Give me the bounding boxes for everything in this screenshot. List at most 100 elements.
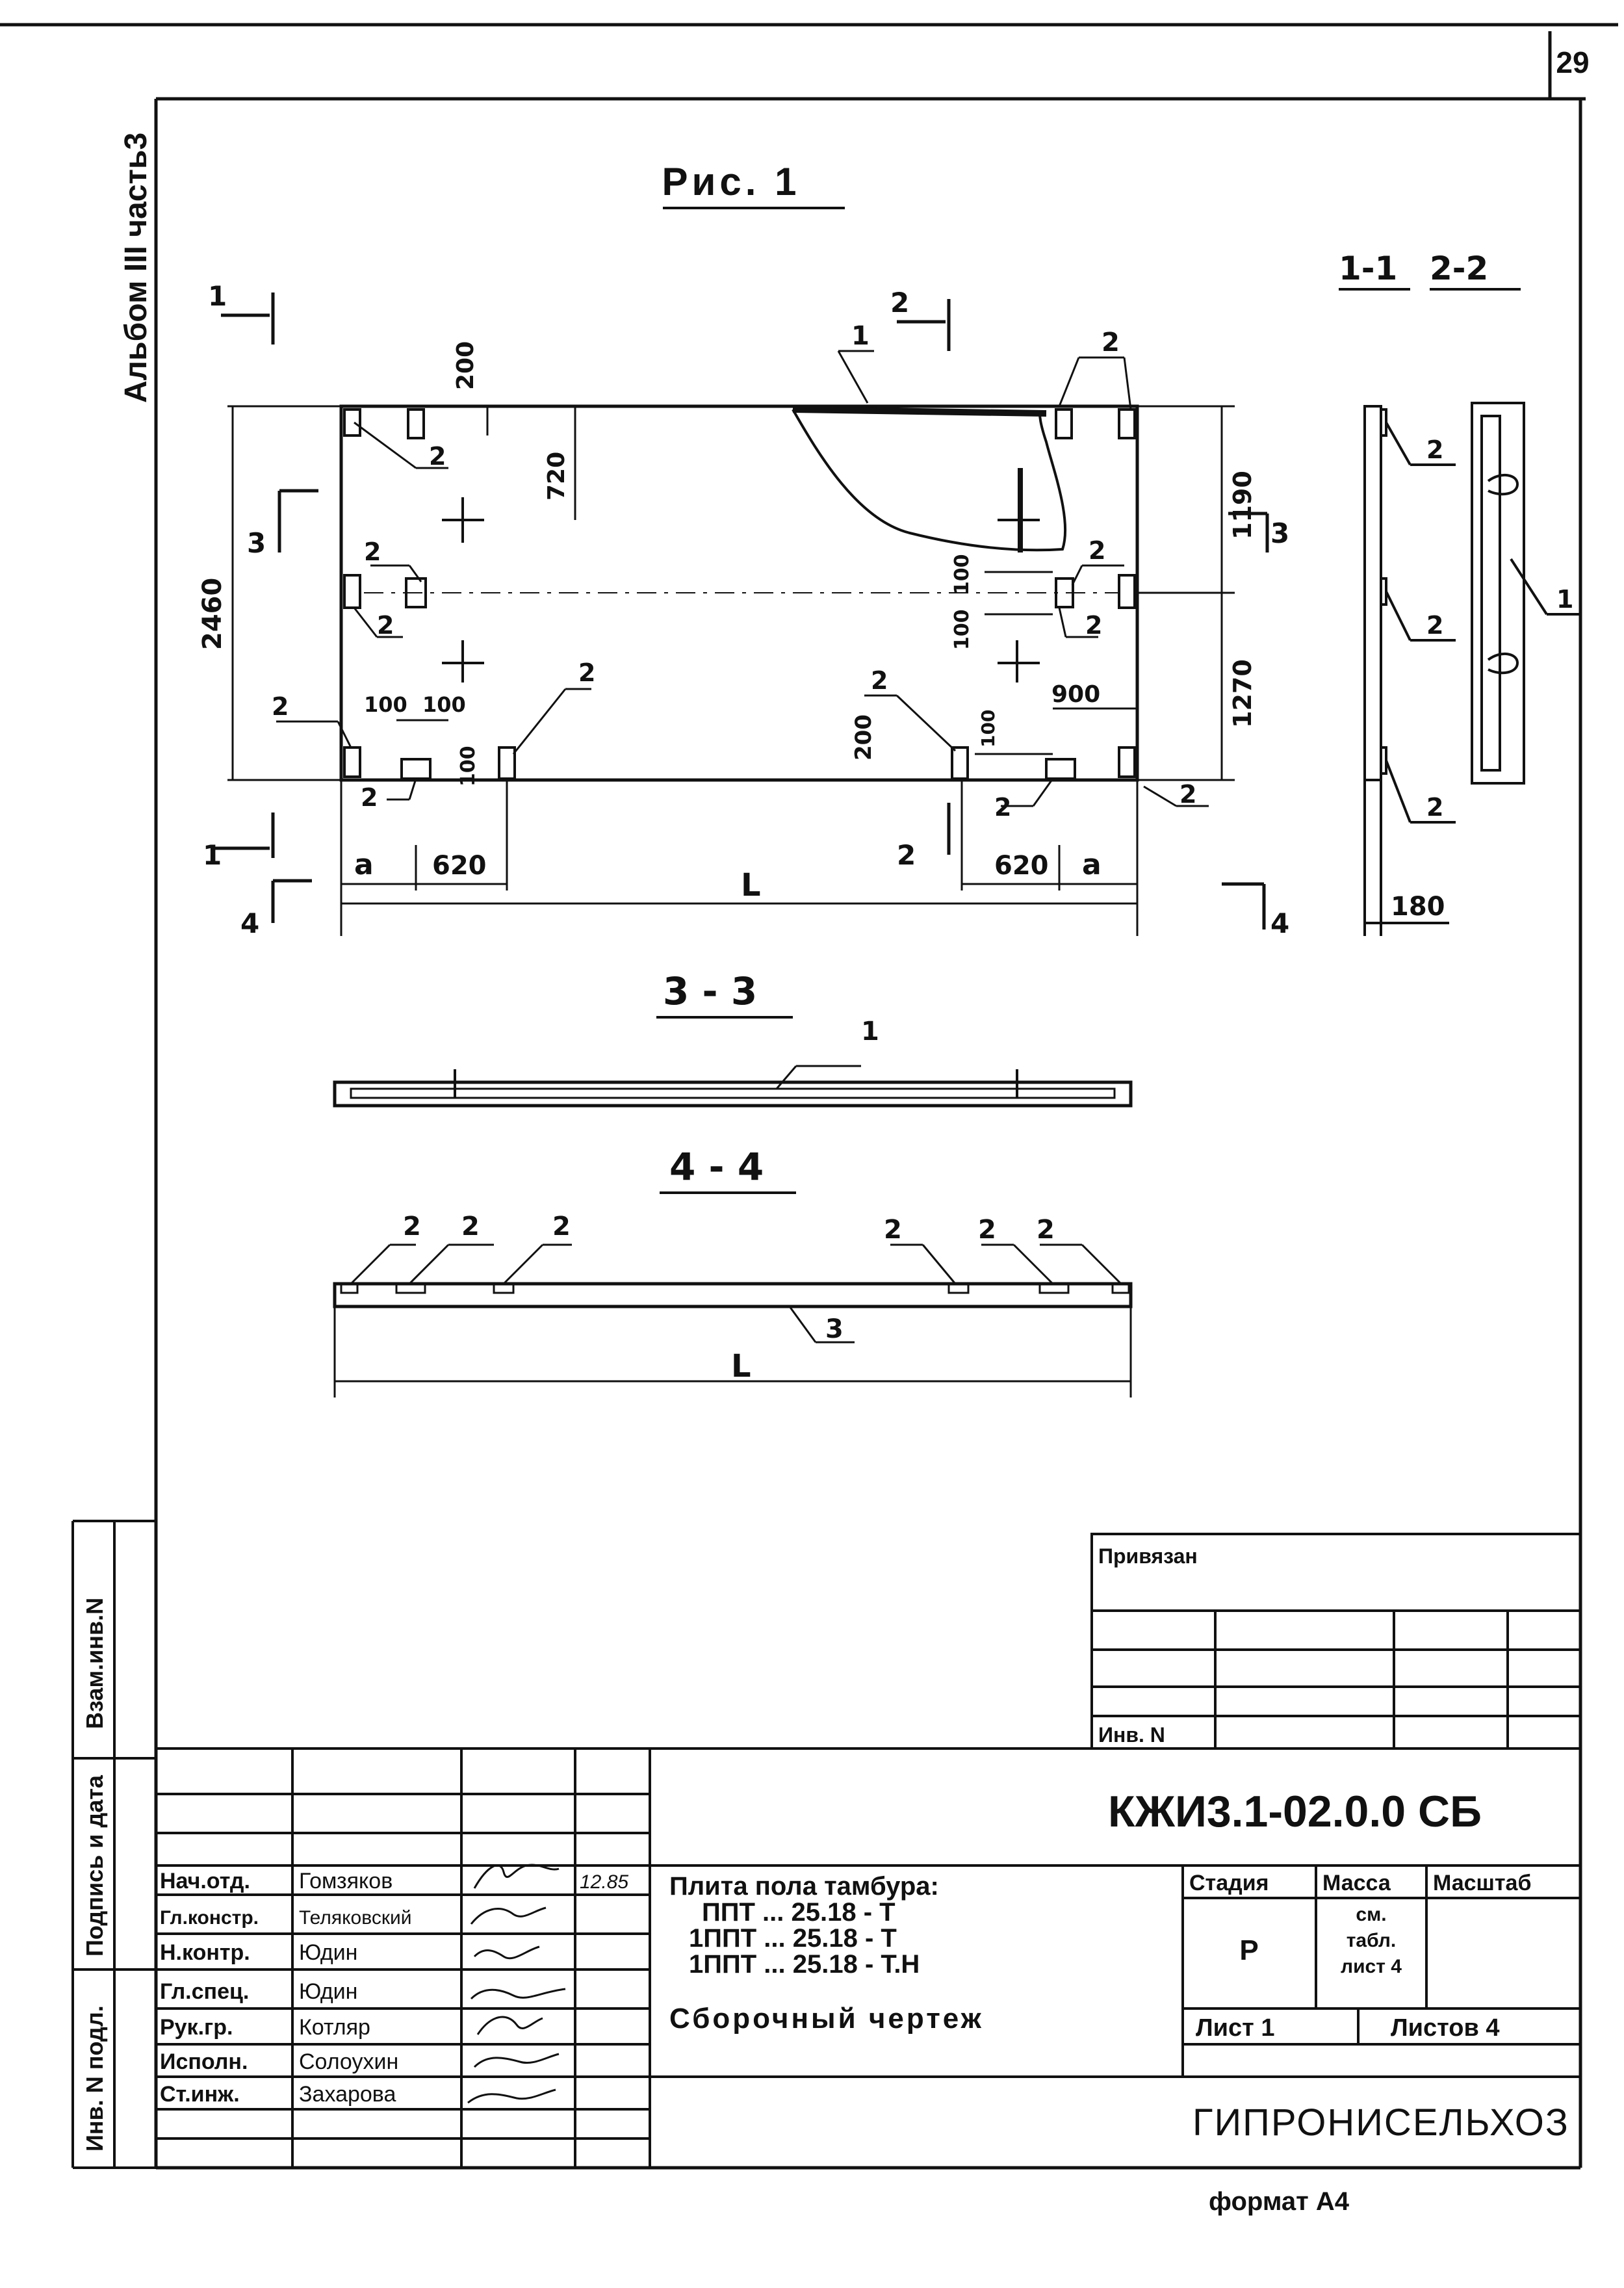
callout-2-4-4-f: 2 xyxy=(1037,1215,1055,1245)
dim-900: 900 xyxy=(1051,681,1100,708)
section-4-4-title: 4 - 4 xyxy=(669,1145,764,1189)
album-side-label: Альбом III часть3 xyxy=(119,133,153,403)
cut-label-1-top: 1 xyxy=(208,280,227,312)
section-3-3: 3 - 3 1 xyxy=(333,969,1133,1108)
section-3-3-title: 3 - 3 xyxy=(663,969,757,1013)
cut-label-4-right: 4 xyxy=(1270,907,1289,939)
mass-value-line-2: табл. xyxy=(1347,1930,1397,1951)
podpis-data-label: Подпись и дата xyxy=(81,1774,108,1956)
callout-2-4-4-d: 2 xyxy=(884,1215,902,1245)
item-name-line-1: Плита пола тамбура: xyxy=(669,1872,939,1901)
section-4-4: 4 - 4 2 2 2 2 2 2 3 L xyxy=(333,1145,1133,1398)
role-1: Нач.отд. xyxy=(160,1869,250,1893)
dim-a-right: a xyxy=(1082,848,1102,881)
signature-6 xyxy=(473,2053,560,2068)
signature-5 xyxy=(476,2016,543,2035)
name-4: Юдин xyxy=(299,1979,357,2004)
dim-100-right-a: 100 xyxy=(951,554,973,595)
callout-2-plan-top-right: 2 xyxy=(1102,328,1120,358)
organization: ГИПРОНИСЕЛЬХОЗ xyxy=(1192,2101,1569,2144)
dim-200-top: 200 xyxy=(452,341,479,390)
cut-label-1-bottom: 1 xyxy=(203,839,222,871)
binding-stamp: Привязан Инв. N xyxy=(1090,1533,1582,1750)
callout-2-4-4-b: 2 xyxy=(461,1212,480,1242)
role-5: Рук.гр. xyxy=(160,2015,233,2040)
section-1-1-title: 1-1 xyxy=(1339,250,1397,287)
callout-2-plan-e: 2 xyxy=(578,658,595,687)
plan-callouts: 1 2 2 2 2 2 2 2 2 2 2 2 2 xyxy=(272,321,1209,822)
dim-620-left: 620 xyxy=(432,851,487,881)
name-5: Котляр xyxy=(299,2015,370,2040)
dim-100-right-b: 100 xyxy=(951,609,973,650)
role-6: Исполн. xyxy=(160,2049,248,2074)
callout-2-plan-k: 2 xyxy=(1179,780,1196,809)
callout-1-3-3: 1 xyxy=(861,1017,879,1046)
date: 12.85 xyxy=(580,1871,628,1893)
role-4: Гл.спец. xyxy=(160,1979,249,2004)
callout-2-plan-c: 2 xyxy=(377,611,394,640)
mass-value-line-1: см. xyxy=(1356,1904,1386,1925)
dim-200-right: 200 xyxy=(851,714,877,760)
dim-L-bottom: L xyxy=(731,1348,751,1384)
dim-180: 180 xyxy=(1391,892,1445,922)
callout-2-plan-f: 2 xyxy=(361,783,378,812)
callout-2-plan-g: 2 xyxy=(1089,536,1105,565)
callout-2-sect-c: 2 xyxy=(1426,793,1443,822)
cut-label-3-left: 3 xyxy=(247,527,266,559)
mass-value-line-3: лист 4 xyxy=(1341,1956,1402,1977)
name-1: Гомзяков xyxy=(299,1869,393,1893)
dim-620-right: 620 xyxy=(994,851,1049,881)
name-6: Солоухин xyxy=(299,2049,398,2074)
scale-header: Масштаб xyxy=(1433,1871,1531,1895)
plan-dimensions xyxy=(227,405,1235,936)
sheet-number: Лист 1 xyxy=(1196,2014,1274,2042)
bound-label: Привязан xyxy=(1098,1544,1198,1568)
section-cut-markers: 1 1 2 2 3 3 4 4 xyxy=(203,280,1289,939)
vzam-inv-label: Взам.инв.N xyxy=(81,1598,108,1729)
role-2: Гл.констр. xyxy=(160,1907,259,1929)
document-code: КЖИ3.1-02.0.0 СБ xyxy=(1108,1787,1482,1836)
signature-3 xyxy=(473,1945,540,1960)
sheets-total: Листов 4 xyxy=(1391,2014,1500,2042)
role-7: Ст.инж. xyxy=(160,2082,240,2107)
callout-1-plan: 1 xyxy=(851,321,870,351)
signatures xyxy=(467,1864,566,2104)
name-7: Захарова xyxy=(299,2082,396,2107)
callout-2-plan-a: 2 xyxy=(429,442,446,471)
item-name-line-2: ППТ ... 25.18 - Т xyxy=(702,1898,896,1927)
cut-label-3-right: 3 xyxy=(1270,517,1289,549)
dim-2460: 2460 xyxy=(198,578,227,650)
stage-header: Стадия xyxy=(1189,1871,1269,1895)
drawing-type: Сборочный чертеж xyxy=(669,2003,984,2034)
format-label: формат А4 xyxy=(1209,2187,1350,2216)
section-2-2-title: 2-2 xyxy=(1430,250,1488,287)
dim-100-left-a: 100 xyxy=(364,692,407,717)
stage-value: Р xyxy=(1239,1934,1258,1966)
cut-label-2-bottom: 2 xyxy=(897,839,916,871)
dim-100-left-c: 100 xyxy=(457,746,480,786)
cut-label-2-top: 2 xyxy=(890,287,909,318)
callout-2-plan-h: 2 xyxy=(1085,611,1102,640)
callout-2-sect-a: 2 xyxy=(1426,436,1443,464)
dim-a-left: a xyxy=(354,848,374,881)
title-block: КЖИ3.1-02.0.0 СБ Плита пола тамбура: ППТ… xyxy=(156,1747,1580,2168)
callout-2-plan-b: 2 xyxy=(364,538,381,566)
callout-1-sect: 1 xyxy=(1556,585,1573,614)
name-2: Теляковский xyxy=(299,1907,411,1929)
callout-2-sect-b: 2 xyxy=(1426,611,1443,640)
name-3: Юдин xyxy=(299,1940,357,1965)
signature-2 xyxy=(470,1906,547,1925)
signature-4 xyxy=(470,1988,566,2000)
figure-title: Рис. 1 xyxy=(662,160,801,203)
plan-view xyxy=(339,404,1139,782)
callout-2-plan-j: 2 xyxy=(994,793,1011,822)
item-name-line-4: 1ППТ ... 25.18 - Т.Н xyxy=(689,1950,920,1979)
mass-header: Масса xyxy=(1322,1871,1391,1895)
left-strip: Взам.инв.N Подпись и дата Инв. N подл. xyxy=(71,1520,156,2169)
item-name-line-3: 1ППТ ... 25.18 - Т xyxy=(689,1924,897,1953)
dim-720: 720 xyxy=(543,452,570,500)
callout-2-4-4-a: 2 xyxy=(403,1212,421,1242)
page-number: 29 xyxy=(1556,46,1589,79)
cut-label-4-left: 4 xyxy=(240,907,259,939)
